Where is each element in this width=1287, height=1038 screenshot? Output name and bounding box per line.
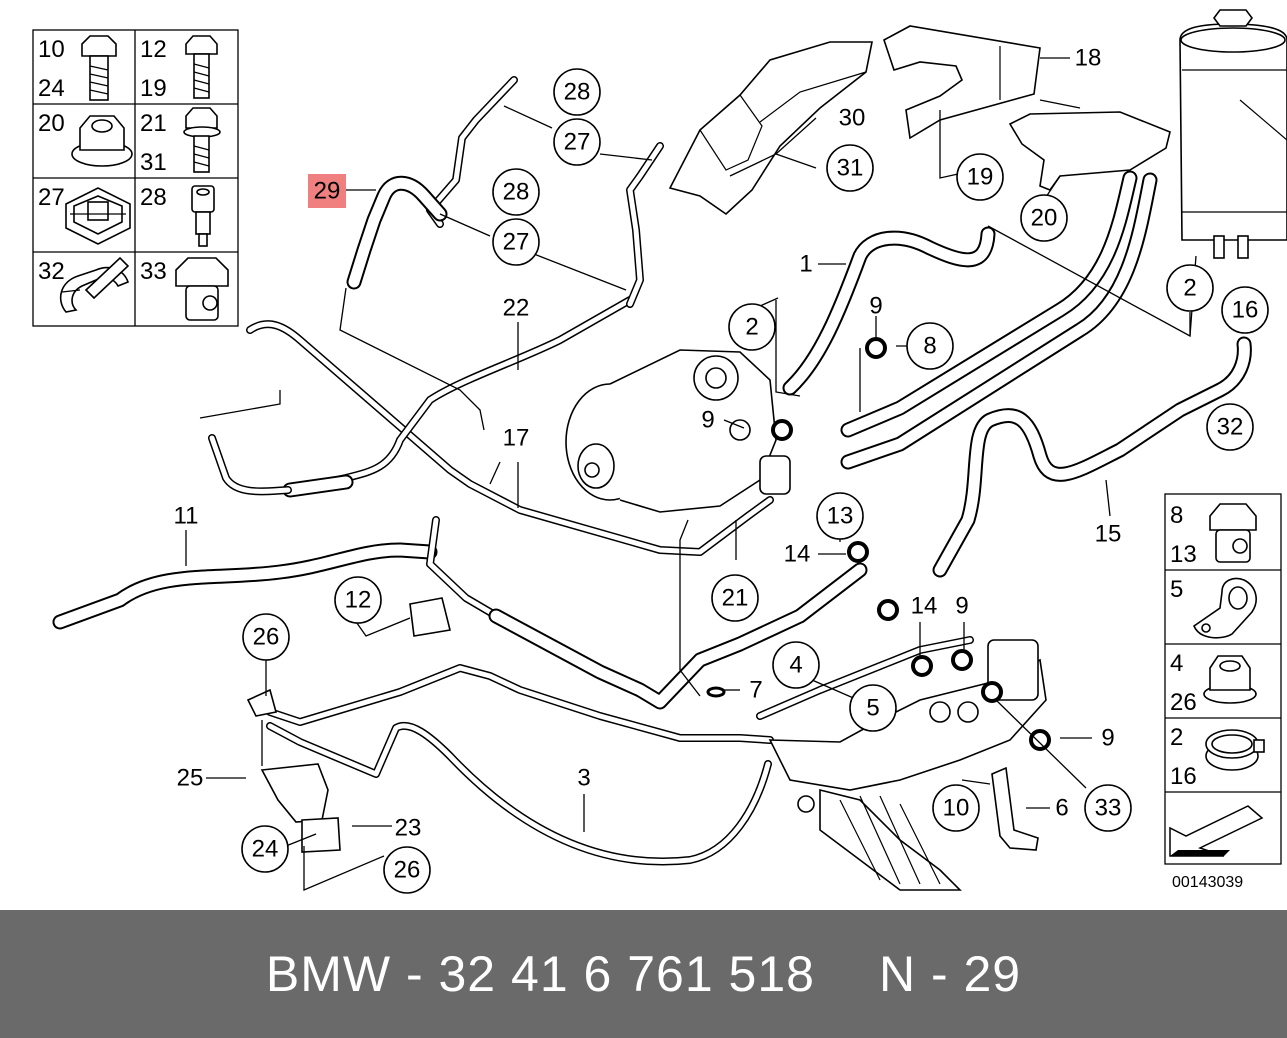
flange-nut-icon [71,115,133,167]
bolt-icon [81,35,117,101]
legend-label: 16 [1170,763,1197,790]
callout-27: 27 [564,129,591,156]
banjo-bolt-icon [1209,503,1257,563]
fluid-reservoir [1179,9,1287,259]
legend-left: 10 24 12 19 20 21 31 27 28 32 33 [32,29,239,327]
seal-rings [706,337,1051,751]
circled-callouts: 28 27 28 27 31 19 20 2 8 2 16 32 13 [241,68,1269,894]
legend-label: 13 [1170,541,1197,568]
callout-11: 11 [174,503,199,530]
callout-26: 26 [394,857,421,884]
arrow-icon [1169,805,1264,857]
hose-clamp-ring-icon [1205,729,1265,771]
callout-12: 12 [345,587,372,614]
clip-nut-icon [65,187,131,245]
callout-9: 9 [955,593,968,620]
banjo-bolt-icon [175,257,229,321]
steering-rack [768,639,1047,891]
legend-label: 8 [1170,502,1183,529]
pipe-clip-icon [1193,577,1257,639]
power-steering-pump [565,349,791,513]
screw-icon [191,185,215,247]
heat-shield [668,41,873,216]
callout-17: 17 [503,425,530,452]
parts-diagram: 10 24 12 19 20 21 31 27 28 32 33 [32,9,1287,894]
callout-9: 9 [869,293,882,320]
callout-7: 7 [749,677,762,704]
legend-label: 10 [38,36,65,63]
legend-right: 8 13 5 4 26 2 16 [1164,493,1282,865]
hex-nut-icon [1203,655,1257,704]
callout-1: 1 [799,251,812,278]
legend-label: 20 [38,110,65,137]
callout-9: 9 [701,407,714,434]
callout-25: 25 [177,765,204,792]
legend-label: 4 [1170,650,1183,677]
callout-28: 28 [503,179,530,206]
callout-24: 24 [252,836,279,863]
callout-9: 9 [1101,725,1114,752]
callout-2: 2 [745,314,758,341]
drawing-number: 00143039 [1172,874,1243,891]
legend-label: 31 [140,149,167,176]
bracket-20 [1008,111,1171,191]
callout-22: 22 [503,295,530,322]
callout-10: 10 [943,795,970,822]
legend-label: 2 [1170,724,1183,751]
callout-4: 4 [789,652,802,679]
callout-2: 2 [1183,275,1196,302]
callout-3: 3 [577,765,590,792]
callout-5: 5 [866,695,879,722]
callout-21: 21 [722,585,749,612]
callout-27: 27 [503,229,530,256]
callout-14: 14 [784,541,811,568]
callout-31: 31 [837,155,864,182]
callout-23: 23 [395,815,422,842]
callout-15: 15 [1095,521,1122,548]
bracket-6 [991,766,1039,851]
highlight-box [308,174,346,208]
callout-30: 30 [839,105,866,132]
footer-bar: BMW - 32 41 6 761 518 N - 29 [0,910,1287,1038]
part-number: BMW - 32 41 6 761 518 [265,946,815,1002]
legend-label: 5 [1170,576,1183,603]
legend-label: 24 [38,75,65,102]
bracket-25 [246,597,451,853]
callout-20: 20 [1031,205,1058,232]
bracket-18 [883,25,1041,140]
legend-label: 27 [38,184,65,211]
position-label: N - 29 [878,946,1022,1002]
callout-28: 28 [564,79,591,106]
callout-33: 33 [1095,795,1122,822]
callout-18: 18 [1075,45,1102,72]
callout-6: 6 [1055,795,1068,822]
hose-clamp-icon [59,256,130,313]
bolt-icon [183,107,221,173]
callout-29: 29 [314,178,341,205]
callout-19: 19 [967,164,994,191]
callout-8: 8 [923,333,936,360]
callout-26: 26 [253,624,280,651]
legend-label: 12 [140,36,167,63]
legend-label: 26 [1170,689,1197,716]
bolt-icon [185,35,218,99]
legend-label: 19 [140,75,167,102]
legend-label: 32 [38,258,65,285]
callout-16: 16 [1232,297,1259,324]
callout-32: 32 [1217,414,1244,441]
legend-label: 28 [140,184,167,211]
legend-label: 21 [140,110,167,137]
callouts: 1 3 6 7 9 9 9 9 11 14 14 15 17 18 22 23 … [174,45,1269,894]
callout-14: 14 [911,593,938,620]
callout-13: 13 [827,503,854,530]
legend-label: 33 [140,258,167,285]
